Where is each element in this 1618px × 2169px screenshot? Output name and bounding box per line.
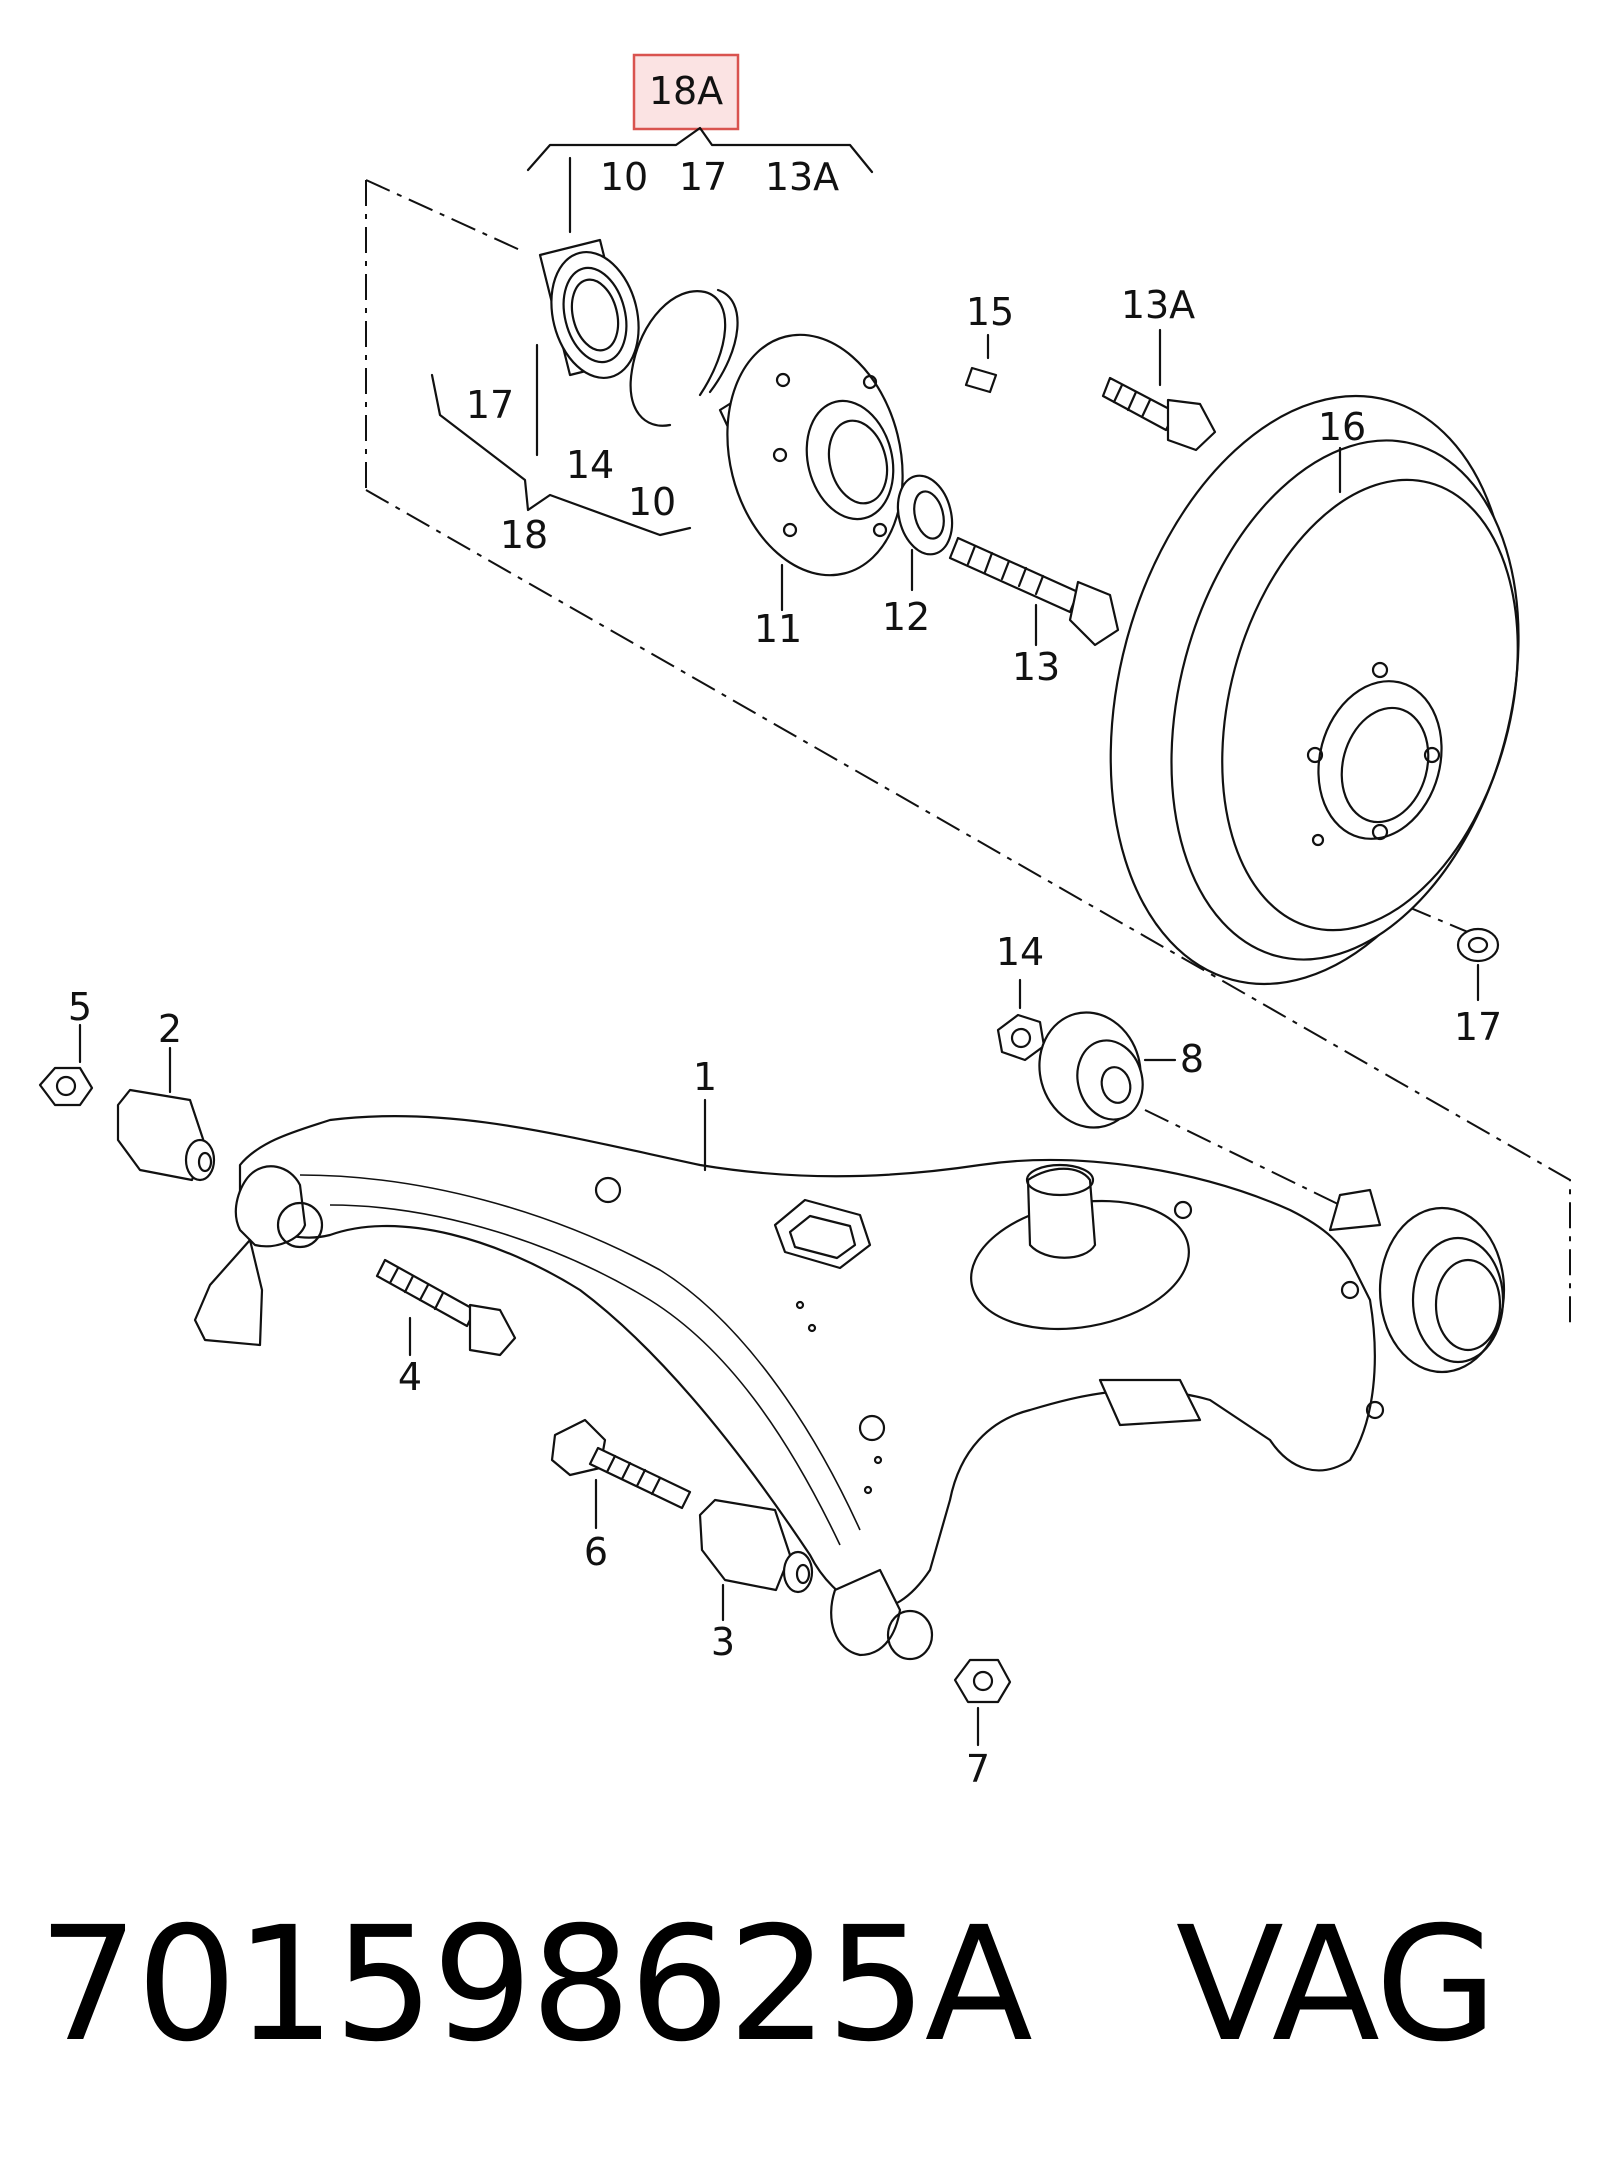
group-top-label-17: 17 xyxy=(679,155,727,199)
label-7: 7 xyxy=(966,1747,990,1791)
label-5: 5 xyxy=(68,985,92,1029)
label-17: 17 xyxy=(1454,1005,1502,1049)
exploded-parts-diagram: 18A 10 17 13A 17 14 10 18 xyxy=(38,53,1573,1791)
group-bracket-left: 17 14 10 18 xyxy=(430,373,692,557)
thrust-washer[interactable] xyxy=(890,470,960,560)
group-left-label-10: 10 xyxy=(628,480,676,524)
rubber-mount-8[interactable] xyxy=(1027,1001,1154,1139)
label-14: 14 xyxy=(996,930,1044,974)
wheel-hub[interactable] xyxy=(703,316,927,594)
label-15: 15 xyxy=(966,290,1014,334)
label-8: 8 xyxy=(1180,1037,1204,1081)
axle-beam[interactable] xyxy=(193,1114,1506,1661)
group-left-label-18: 18 xyxy=(500,513,548,557)
nut-7[interactable] xyxy=(953,1658,1012,1704)
group-left-label-14: 14 xyxy=(566,443,614,487)
pin[interactable] xyxy=(964,366,998,394)
circlip[interactable] xyxy=(629,288,739,427)
bolt-4[interactable] xyxy=(375,1258,517,1357)
label-2: 2 xyxy=(158,1007,182,1051)
rubber-bush-2[interactable] xyxy=(116,1088,216,1182)
group-bracket-top: 10 17 13A xyxy=(526,126,874,234)
hub-bolt-13a[interactable] xyxy=(1101,376,1217,452)
nut-14[interactable] xyxy=(996,1013,1046,1062)
label-11: 11 xyxy=(754,607,802,651)
nut-5[interactable] xyxy=(38,1066,94,1107)
label-3: 3 xyxy=(711,1620,735,1664)
brake-drum[interactable] xyxy=(1049,351,1573,1029)
group-top-label-10: 10 xyxy=(600,155,648,199)
group-top-label-13a: 13A xyxy=(765,155,839,199)
axle-bolt[interactable] xyxy=(948,536,1120,647)
part-number-caption: 701598625A VAG xyxy=(38,1885,1598,2085)
drum-screw[interactable] xyxy=(1456,927,1500,963)
bolt-6[interactable] xyxy=(550,1418,692,1510)
rubber-bush-3[interactable] xyxy=(698,1498,814,1594)
callout-label-18a: 18A xyxy=(649,69,723,113)
label-13: 13 xyxy=(1012,645,1060,689)
label-1: 1 xyxy=(693,1055,717,1099)
label-13a: 13A xyxy=(1121,283,1195,327)
group-left-label-17: 17 xyxy=(466,383,514,427)
part-number: 701598625A xyxy=(38,1893,1033,2077)
wheel-bearing[interactable] xyxy=(538,238,651,387)
label-12: 12 xyxy=(882,595,930,639)
label-6: 6 xyxy=(584,1530,608,1574)
brand-name: VAG xyxy=(1175,1893,1498,2077)
label-16: 16 xyxy=(1318,405,1366,449)
label-4: 4 xyxy=(398,1355,422,1399)
highlight-callout-18a[interactable]: 18A xyxy=(632,53,740,131)
